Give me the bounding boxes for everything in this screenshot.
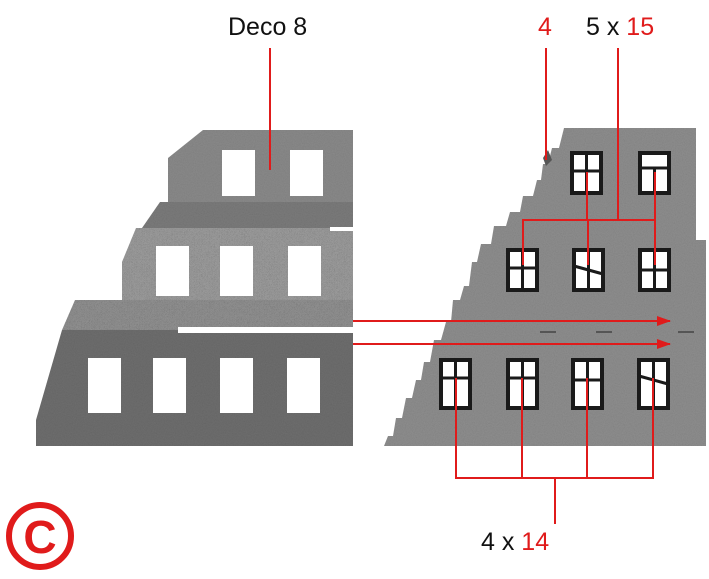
left-building: [36, 130, 353, 446]
left-seam-lower: [178, 327, 353, 333]
bottom-count-prefix: 4 x: [481, 528, 521, 556]
left-window: [156, 246, 189, 296]
left-top-storey: [168, 130, 353, 202]
left-lower-ledge: [62, 300, 353, 330]
left-window: [220, 358, 253, 413]
left-upper-ledge: [142, 202, 353, 228]
top-count-prefix: 5 x: [586, 13, 626, 41]
top-count-label: 5 x 15: [586, 13, 654, 41]
top-count-number: 15: [626, 13, 654, 41]
right-crack: [543, 150, 552, 166]
deco-label: Deco 8: [228, 13, 307, 41]
red-four-label: 4: [538, 13, 552, 41]
left-window: [153, 358, 186, 413]
annotation-lines: [269, 48, 671, 524]
left-window: [287, 358, 320, 413]
left-seam-upper: [330, 227, 353, 231]
left-window: [290, 150, 323, 196]
copyright-logo: C: [6, 502, 74, 570]
left-window: [220, 246, 253, 296]
copyright-letter: C: [23, 511, 56, 563]
left-window: [222, 150, 255, 196]
left-window: [288, 246, 321, 296]
bottom-count-number: 14: [521, 528, 549, 556]
right-building: [384, 128, 706, 446]
bottom-count-label: 4 x 14: [481, 528, 549, 556]
right-window: [506, 248, 539, 292]
left-window: [88, 358, 121, 413]
